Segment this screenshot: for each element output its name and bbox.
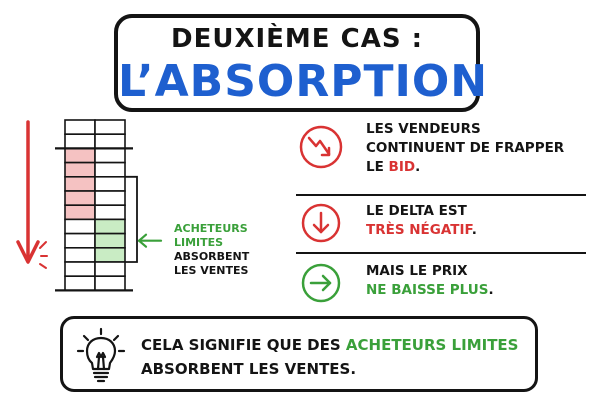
side-label-line: ACHETEURS bbox=[174, 222, 248, 235]
conclusion-box: CELA SIGNIFIE QUE DES ACHETEURS LIMITES … bbox=[60, 316, 538, 392]
point-text: . bbox=[415, 159, 421, 175]
down-arrow-icon bbox=[301, 203, 341, 243]
conclusion-line: ABSORBENT LES VENTES. bbox=[141, 360, 357, 378]
point-highlight: BID bbox=[388, 159, 416, 175]
ladder-cell bbox=[64, 133, 96, 150]
point-text: MAIS LE PRIX bbox=[366, 263, 468, 279]
title-heading: L’ABSORPTION bbox=[118, 56, 489, 107]
ladder-cell bbox=[94, 275, 126, 292]
side-label-line: ABSORBENT bbox=[174, 250, 250, 263]
point-text: LE bbox=[366, 159, 389, 175]
ladder-cell bbox=[64, 190, 96, 206]
lightbulb-icon bbox=[76, 327, 126, 383]
side-label: ACHETEURS LIMITES ABSORBENT LES VENTES bbox=[174, 222, 264, 278]
divider bbox=[296, 252, 586, 254]
ladder-cell bbox=[64, 275, 96, 292]
ladder-cell bbox=[94, 119, 126, 135]
divider bbox=[296, 194, 586, 196]
points-list: LES VENDEURS CONTINUENT DE FRAPPER LE BI… bbox=[296, 118, 586, 314]
point-highlight: NE BAISSE PLUS bbox=[366, 282, 489, 298]
ladder-cell bbox=[64, 232, 96, 249]
pointer-arrow-head bbox=[137, 233, 148, 248]
ladder-cell bbox=[94, 261, 126, 277]
side-label-line: LES VENTES bbox=[174, 264, 249, 277]
ladder-cell bbox=[64, 161, 96, 178]
ladder-cell bbox=[94, 133, 126, 150]
side-label-line: LIMITES bbox=[174, 236, 224, 249]
ladder-cell bbox=[64, 218, 96, 235]
ladder-cell bbox=[94, 175, 126, 192]
right-arrow-icon bbox=[301, 263, 341, 303]
conclusion-line: CELA SIGNIFIE QUE DES bbox=[141, 336, 346, 354]
point-text: . bbox=[488, 282, 494, 298]
ladder-cell bbox=[94, 218, 126, 235]
title-box: DEUXIÈME CAS : L’ABSORPTION bbox=[114, 14, 489, 112]
title-subheading: DEUXIÈME CAS : bbox=[171, 24, 423, 54]
ladder-cell bbox=[94, 147, 126, 164]
point-highlight: TRÈS NÉGATIF bbox=[366, 222, 472, 238]
big-down-arrow-icon bbox=[16, 120, 48, 269]
conclusion-text: CELA SIGNIFIE QUE DES ACHETEURS LIMITES … bbox=[141, 333, 519, 381]
ladder-cell bbox=[94, 247, 126, 263]
ladder-cell bbox=[64, 261, 96, 277]
point-text: LES VENDEURS bbox=[366, 121, 481, 137]
downtrend-icon bbox=[299, 125, 343, 169]
ladder-cell bbox=[94, 161, 126, 178]
point-text: . bbox=[471, 222, 477, 238]
ladder-cell bbox=[94, 204, 126, 221]
ladder-bracket bbox=[125, 175, 138, 263]
ladder-cell bbox=[64, 204, 96, 221]
point-text: LE DELTA EST bbox=[366, 203, 467, 219]
ladder-cell bbox=[64, 247, 96, 263]
ladder-cell bbox=[64, 175, 96, 192]
ladder-cell bbox=[94, 190, 126, 206]
point-text: CONTINUENT DE FRAPPER bbox=[366, 140, 565, 156]
ladder-cell bbox=[64, 147, 96, 164]
ladder-cell bbox=[64, 119, 96, 135]
ladder-cell bbox=[94, 232, 126, 249]
order-book-ladder bbox=[55, 119, 163, 292]
conclusion-highlight: ACHETEURS LIMITES bbox=[345, 336, 519, 354]
